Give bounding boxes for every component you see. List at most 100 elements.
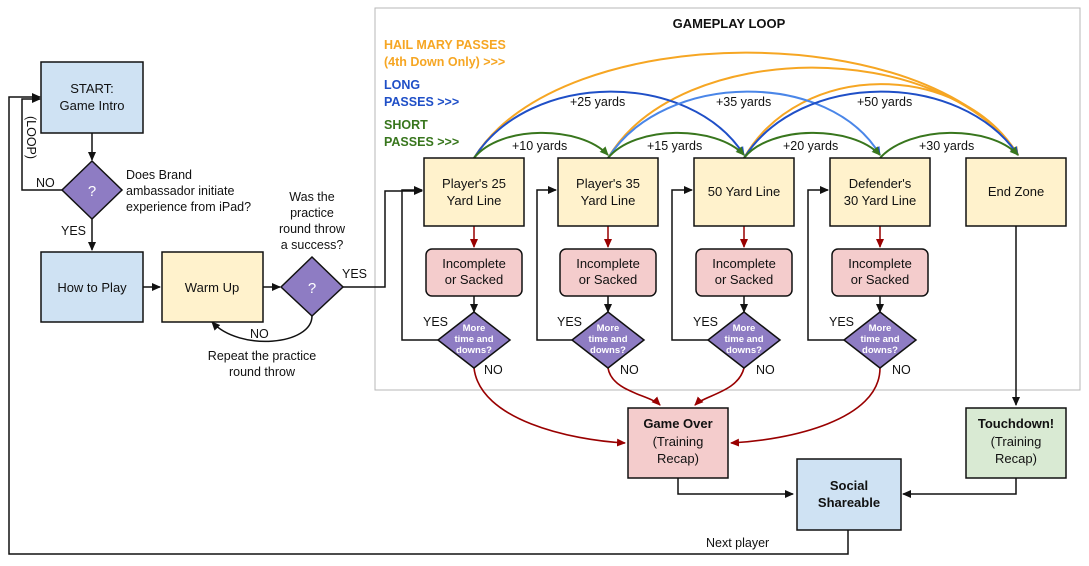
gameplay-loop-title: GAMEPLAY LOOP [673,16,786,31]
end-zone-node: End Zone [965,157,1067,227]
svg-text:Incomplete: Incomplete [848,256,912,271]
label-no-col1: NO [484,363,503,377]
label-yes-col4: YES [829,315,854,329]
short-pass-arcs [473,131,1019,159]
svg-text:50 Yard Line: 50 Yard Line [708,184,781,199]
svg-text:time and: time and [860,334,899,345]
svg-text:?: ? [88,183,96,200]
start-node: START: Game Intro [40,61,144,134]
svg-text:Recap): Recap) [995,451,1037,466]
more-time-diamond-1: More time and downs? [436,311,512,369]
touchdown-node: Touchdown! (Training Recap) [965,407,1067,479]
svg-text:PASSES >>>: PASSES >>> [384,95,459,109]
svg-text:or Sacked: or Sacked [715,272,774,287]
label-no-col4: NO [892,363,911,377]
svg-text:Game Intro: Game Intro [59,98,124,113]
warm-up-node: Warm Up [161,251,264,323]
label-plus-50: +50 yards [857,95,912,109]
svg-text:time and: time and [454,334,493,345]
svg-text:downs?: downs? [862,345,898,356]
practice-question-diamond: ? [279,255,345,318]
svg-text:Game Over: Game Over [643,416,712,431]
svg-text:or Sacked: or Sacked [851,272,910,287]
legend-short-passes: SHORT PASSES >>> [384,118,459,149]
more-time-diamond-3: More time and downs? [706,311,782,369]
hail-mary-arcs [473,51,1019,159]
svg-text:practice: practice [290,206,334,220]
label-yes-practice: YES [342,267,367,281]
svg-text:More: More [733,323,756,334]
svg-text:downs?: downs? [726,345,762,356]
svg-text:(4th Down Only) >>>: (4th Down Only) >>> [384,55,505,69]
svg-text:or Sacked: or Sacked [579,272,638,287]
svg-text:Incomplete: Incomplete [442,256,506,271]
brand-question-diamond: ? [60,159,124,221]
svg-text:Touchdown!: Touchdown! [978,416,1054,431]
next-player-label: Next player [706,536,769,550]
no-to-game-over-edges [473,367,881,447]
svg-text:round throw: round throw [279,222,346,236]
svg-text:experience from iPad?: experience from iPad? [126,200,251,214]
incomplete-node-2: Incomplete or Sacked [559,248,657,297]
svg-text:downs?: downs? [590,345,626,356]
svg-text:More: More [597,323,620,334]
incomplete-node-1: Incomplete or Sacked [425,248,523,297]
svg-text:or Sacked: or Sacked [445,272,504,287]
svg-text:Recap): Recap) [657,451,699,466]
svg-text:Social: Social [830,478,868,493]
svg-text:Does Brand: Does Brand [126,168,192,182]
svg-text:Shareable: Shareable [818,495,880,510]
label-no-col3: NO [756,363,775,377]
left-flow-edges [8,93,1020,555]
label-yes-col1: YES [423,315,448,329]
svg-text:START:: START: [70,81,114,96]
how-to-play-node: How to Play [40,251,144,323]
svg-text:(Training: (Training [653,434,704,449]
label-no-col2: NO [620,363,639,377]
svg-text:Yard Line: Yard Line [581,193,636,208]
svg-text:(Training: (Training [991,434,1042,449]
repeat-practice-text: Repeat the practice round throw [208,349,316,379]
svg-text:Was the: Was the [289,190,334,204]
svg-text:Incomplete: Incomplete [576,256,640,271]
svg-text:downs?: downs? [456,345,492,356]
svg-text:More: More [869,323,892,334]
svg-text:End Zone: End Zone [988,184,1044,199]
incomplete-node-4: Incomplete or Sacked [831,248,929,297]
svg-text:Player's 25: Player's 25 [442,176,506,191]
label-plus-30: +30 yards [919,139,974,153]
players-25-yard-line-node: Player's 25 Yard Line [423,157,525,227]
long-pass-arcs [473,90,1019,159]
svg-text:Warm Up: Warm Up [185,280,239,295]
svg-text:Defender's: Defender's [849,176,912,191]
svg-text:?: ? [308,280,316,297]
svg-text:Incomplete: Incomplete [712,256,776,271]
loop-label: (LOOP) [24,116,38,159]
svg-text:time and: time and [588,334,627,345]
svg-text:round throw: round throw [229,365,296,379]
brand-question-text: Does Brand ambassador initiate experienc… [126,168,251,214]
more-time-diamond-2: More time and downs? [570,311,646,369]
label-no-practice: NO [250,327,269,341]
defenders-30-yard-line-node: Defender's 30 Yard Line [829,157,931,227]
svg-text:HAIL MARY PASSES: HAIL MARY PASSES [384,38,506,52]
label-yes-col3: YES [693,315,718,329]
label-plus-10: +10 yards [512,139,567,153]
svg-text:30 Yard Line: 30 Yard Line [844,193,917,208]
social-shareable-node: Social Shareable [796,458,902,531]
svg-text:More: More [463,323,486,334]
label-yes-brand: YES [61,224,86,238]
label-yes-col2: YES [557,315,582,329]
50-yard-line-node: 50 Yard Line [693,157,795,227]
label-plus-25: +25 yards [570,95,625,109]
label-plus-35: +35 yards [716,95,771,109]
column-edges [401,186,884,341]
svg-text:SHORT: SHORT [384,118,428,132]
practice-question-text: Was the practice round throw a success? [279,190,346,252]
svg-text:Repeat the practice: Repeat the practice [208,349,316,363]
svg-text:Player's 35: Player's 35 [576,176,640,191]
svg-text:PASSES >>>: PASSES >>> [384,135,459,149]
more-time-diamond-4: More time and downs? [842,311,918,369]
svg-text:How to Play: How to Play [57,280,127,295]
